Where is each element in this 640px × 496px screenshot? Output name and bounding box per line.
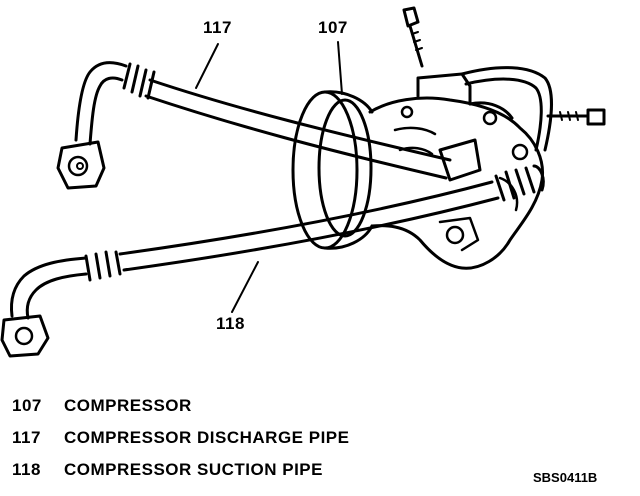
compressor-top-bolt: [402, 6, 420, 28]
figure-code: SBS0411B: [533, 470, 598, 485]
legend-text: COMPRESSOR: [64, 396, 192, 415]
discharge-pipe-end-fitting: [56, 140, 106, 190]
compressor-pulley-inner: [317, 98, 373, 238]
callout-117: 117: [203, 18, 232, 37]
legend-number: 118: [12, 460, 41, 479]
legend-number: 107: [12, 396, 42, 415]
legend-item: 117 COMPRESSOR DISCHARGE PIPE: [12, 428, 350, 448]
callout-118: 118: [216, 314, 245, 333]
legend-item: 107 COMPRESSOR: [12, 396, 192, 416]
legend-text: COMPRESSOR SUCTION PIPE: [64, 460, 323, 479]
discharge-pipe-117: [56, 61, 452, 190]
legend-item: 118 COMPRESSOR SUCTION PIPE: [12, 460, 323, 480]
leader-line-118: [231, 261, 259, 313]
callout-107: 107: [318, 18, 348, 37]
compressor-side-bolt: [586, 108, 606, 126]
compressor-housing: [368, 96, 545, 270]
compressor-body: [291, 6, 606, 270]
leader-line-107: [337, 41, 343, 95]
suction-pipe-118: [0, 164, 545, 358]
legend-text: COMPRESSOR DISCHARGE PIPE: [64, 428, 350, 447]
legend-number: 117: [12, 428, 41, 447]
leader-line-117: [195, 43, 219, 89]
suction-pipe-end-fitting: [0, 314, 50, 358]
